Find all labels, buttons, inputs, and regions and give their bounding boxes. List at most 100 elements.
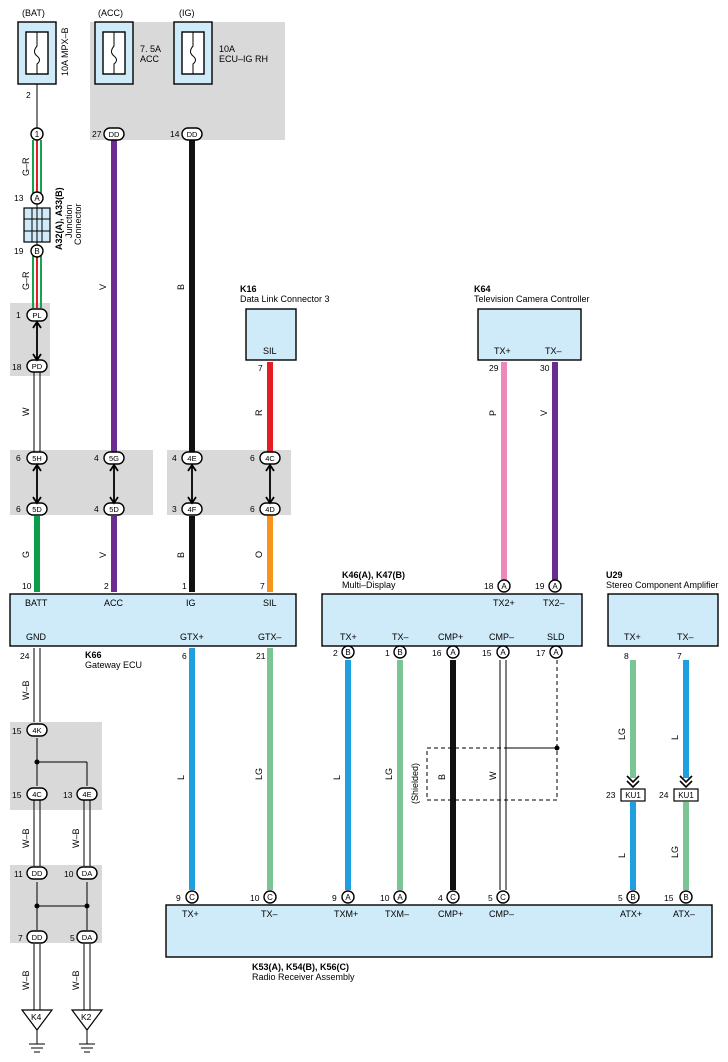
wire-label-lg-2: LG [384,768,394,780]
conn-k53-9a-label: A [345,893,351,902]
conn-da-1: DA [76,866,98,880]
wire-label-wb-2: W–B [21,828,31,848]
conn-dd-2-label: DD [32,933,43,942]
k16-term: SIL [263,346,277,356]
shielded-label: (Shielded) [410,763,420,804]
conn-sld-a-label: A [553,648,559,657]
pin-5-k53-cmpm: 5 [488,893,493,903]
pin-18-pd: 18 [12,362,22,372]
wire-label-g-r-1: G–R [21,157,31,176]
pin-11-dd: 11 [14,869,23,879]
pin-7-u29: 7 [677,651,682,661]
conn-cmpm-a: A [496,645,510,659]
k66-box [9,593,297,647]
pin-10-da: 10 [64,869,74,879]
source-tag-ig: (IG) [179,8,195,18]
conn-txm-b: B [393,645,407,659]
conn-k53-15b: B [679,890,693,904]
wire-p-tx2p [501,362,507,582]
connector-arrow-0 [32,320,42,362]
conn-txp-b: B [341,645,355,659]
pin-10-batt: 10 [22,581,32,591]
wire-lg-txmm [397,660,403,890]
k46-t-tx2m: TX2– [543,598,565,608]
conn-dd-1: DD [26,866,48,880]
conn-4d: 4D [259,502,281,516]
source-tag-acc: (ACC) [98,8,123,18]
conn-junction-b-label: B [34,247,39,256]
conn-5d-2: 5D [103,502,125,516]
conn-4c-2: 4C [26,787,48,801]
wire-b-ig [189,140,195,452]
k46-t-cmpm: CMP– [489,632,514,642]
pin-5-da: 5 [70,933,75,943]
conn-k53-9a: A [341,890,355,904]
conn-ig-dd: DD [181,127,203,141]
pin-7-sil: 7 [260,581,265,591]
ground-k2: K2 [70,1009,104,1053]
conn-5g-label: 5G [109,454,119,463]
wire-w-b-gnd [33,648,91,1010]
k66-t-sil: SIL [263,598,277,608]
pin-2-txp: 2 [333,648,338,658]
conn-pd-label: PD [32,362,43,371]
k46-name: Multi–Display [342,580,396,590]
wire-o-sil [267,516,273,592]
pin-4-4e: 4 [172,453,177,463]
k46-t-tx2p: TX2+ [493,598,515,608]
pin-8-u29: 8 [624,651,629,661]
wire-label-r: R [254,409,264,416]
conn-pd: PD [26,359,48,373]
k16-name: Data Link Connector 3 [240,294,330,304]
conn-5h-label: 5H [32,454,42,463]
wire-w: W [21,372,41,452]
k53-t-atxm: ATX– [673,909,695,919]
pin-10-k53-txmm: 10 [380,893,390,903]
conn-5h: 5H [26,451,48,465]
k66-t-acc: ACC [104,598,124,608]
ground-label-k2: K2 [81,1012,92,1022]
k66-t-batt: BATT [25,598,48,608]
conn-4c-1: 4C [259,451,281,465]
conn-acc-dd: DD [103,127,125,141]
k64-box [477,308,582,361]
conn-cmpp-a: A [446,645,460,659]
conn-bat-1: 1 [30,127,44,141]
conn-da-1-label: DA [82,869,92,878]
k53-t-cmpp: CMP+ [438,909,463,919]
wire-label-l-1: L [176,775,186,780]
pin-6-4c: 6 [250,453,255,463]
pin-15-k53-atxm: 15 [664,893,674,903]
u29-t-txm: TX– [677,632,694,642]
wire-l-txm [345,660,351,890]
pin-1-ig: 1 [182,581,187,591]
pin-19-tx2m: 19 [535,581,545,591]
k16-box [245,308,297,361]
k16-id: K16 [240,284,257,294]
conn-5d-1-label: 5D [32,505,42,514]
pin-6-4d: 6 [250,504,255,514]
conn-4e-2-label: 4E [82,790,91,799]
wire-label-wb-5: W–B [71,970,81,990]
pin-30: 30 [540,363,550,373]
conn-ku1-23-label: KU1 [625,791,641,800]
wire-label-l-2: L [332,775,342,780]
wire-label-g: G [21,551,31,558]
wire-label-g-r-2: G–R [21,271,31,290]
pin-4-5d: 4 [94,504,99,514]
conn-tx2m-a-label: A [552,582,558,591]
pin-27: 27 [92,129,102,139]
wire-label-p: P [488,410,498,416]
fuse-bat: (BAT) 10A MPX–B 2 [17,8,70,100]
k66-t-ig: IG [186,598,196,608]
conn-5d-1: 5D [26,502,48,516]
k53-name: Radio Receiver Assembly [252,972,355,982]
wire-label-b-1: B [176,284,186,290]
fuse-name-ig: ECU–IG RH [219,54,268,64]
conn-cmpm-a-label: A [500,648,506,657]
k66-t-gtxm: GTX– [258,632,282,642]
k66-name: Gateway ECU [85,660,142,670]
k64-id: K64 [474,284,491,294]
wire-b-ig-2 [189,516,195,592]
pin-1-txm: 1 [385,648,390,658]
